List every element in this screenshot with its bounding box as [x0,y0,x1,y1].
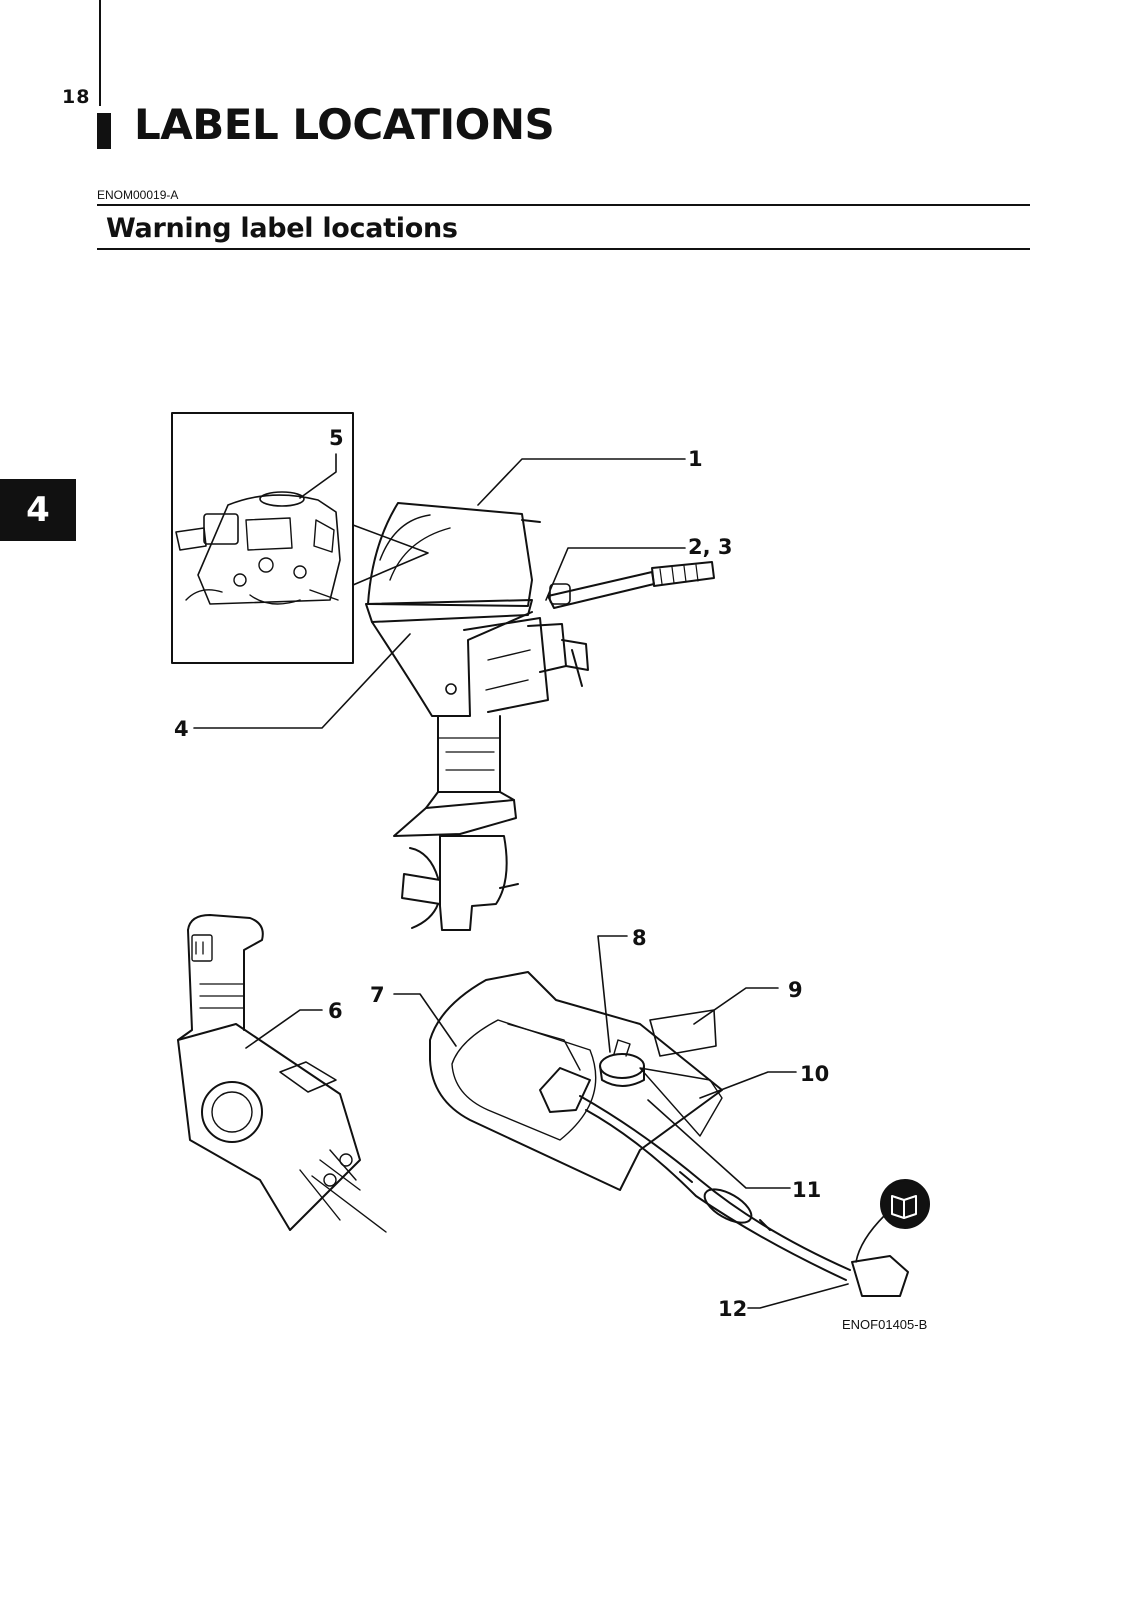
callout-6: 6 [328,999,343,1023]
engine-detail-inset [171,412,429,664]
callout-12: 12 [718,1297,747,1321]
callout-4: 4 [174,717,189,741]
callout-11: 11 [792,1178,821,1202]
callout-10: 10 [800,1062,829,1086]
callout-2-3: 2, 3 [688,535,733,559]
page-margin-line [99,0,101,106]
manual-book-icon [880,1179,930,1229]
fuel-tank-illustration [393,935,930,1309]
section-rule-top [97,204,1030,206]
remote-control-box-illustration [177,914,387,1233]
callout-1: 1 [688,447,703,471]
title-marker [97,113,111,149]
outboard-motor-illustration [193,458,715,931]
page-number: 18 [62,86,91,108]
section-rule-bottom [97,248,1030,250]
figure-code: ENOF01405-B [842,1317,927,1332]
chapter-tab: 4 [0,479,76,541]
document-code: ENOM00019-A [97,188,179,202]
callout-7: 7 [370,983,385,1007]
callout-5: 5 [329,426,344,450]
page-title: LABEL LOCATIONS [134,100,555,149]
callout-9: 9 [788,978,803,1002]
callout-8: 8 [632,926,647,950]
section-title: Warning label locations [106,213,458,244]
